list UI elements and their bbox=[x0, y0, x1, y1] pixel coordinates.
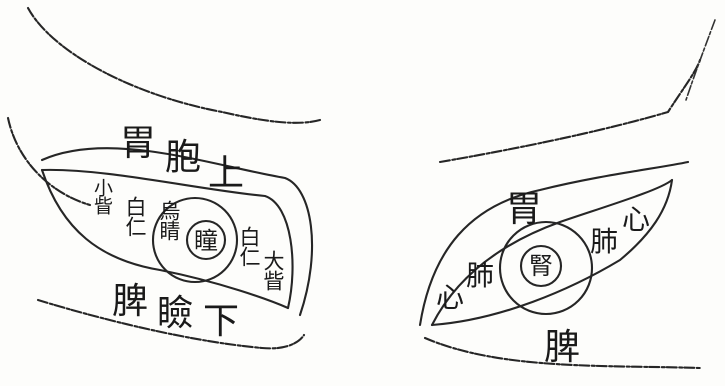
left-iris-label: 烏睛 bbox=[157, 200, 181, 240]
left-eye-lid-margin-upper bbox=[40, 168, 294, 310]
right-eye-upper-lid-outer bbox=[418, 160, 690, 327]
left-eye-upper-lid-fold bbox=[6, 116, 92, 207]
left-pupil-label: 瞳 bbox=[194, 227, 218, 255]
left-lower-lid-label-2: 瞼 bbox=[157, 293, 194, 334]
left-inner-white-label: 白仁 bbox=[123, 196, 147, 236]
left-outer-canthus-label: 大眥 bbox=[261, 250, 285, 290]
left-eye-lower-lid-fold bbox=[36, 298, 306, 350]
right-pupil-label: 腎 bbox=[529, 252, 553, 280]
right-eye-iris-ring bbox=[498, 220, 594, 316]
right-outer-vessel-label: 肺 bbox=[590, 225, 619, 258]
left-eye-pupil-ring bbox=[185, 219, 227, 261]
right-inner-vessel-label: 肺 bbox=[466, 259, 495, 292]
left-eye-brow-arc bbox=[26, 6, 322, 124]
right-eye-lower-lid-margin bbox=[430, 178, 674, 327]
left-upper-lid-label-1: 胃 bbox=[120, 123, 157, 164]
left-eye-lower-lid-margin bbox=[40, 168, 290, 310]
right-eye-brow-arc bbox=[438, 58, 702, 164]
left-eye-outlines bbox=[6, 6, 322, 350]
left-outer-white-label: 白仁 bbox=[237, 226, 261, 266]
left-upper-lid-label-3: 上 bbox=[208, 153, 245, 194]
right-eye-brow-stroke bbox=[685, 19, 716, 101]
left-lower-lid-label-1: 脾 bbox=[112, 281, 149, 322]
left-inner-canthus-label: 小眥 bbox=[91, 178, 113, 214]
right-inner-canthus-label: 心 bbox=[436, 281, 465, 314]
right-eye-lower-lid-fold bbox=[423, 336, 702, 370]
right-upper-lid-label: 胃 bbox=[506, 189, 543, 230]
left-eye-iris-ring bbox=[151, 196, 239, 284]
right-eye-pupil-ring bbox=[519, 244, 563, 288]
right-outer-canthus-label: 心 bbox=[622, 203, 651, 236]
left-eye-upper-lid-outer bbox=[40, 147, 314, 317]
left-upper-lid-label-2: 胞 bbox=[165, 137, 202, 178]
left-lower-lid-label-3: 下 bbox=[203, 301, 240, 342]
right-eye-outlines bbox=[418, 19, 716, 370]
right-eye-lid-margin-upper bbox=[430, 178, 674, 327]
right-lower-lid-label: 脾 bbox=[544, 327, 581, 368]
